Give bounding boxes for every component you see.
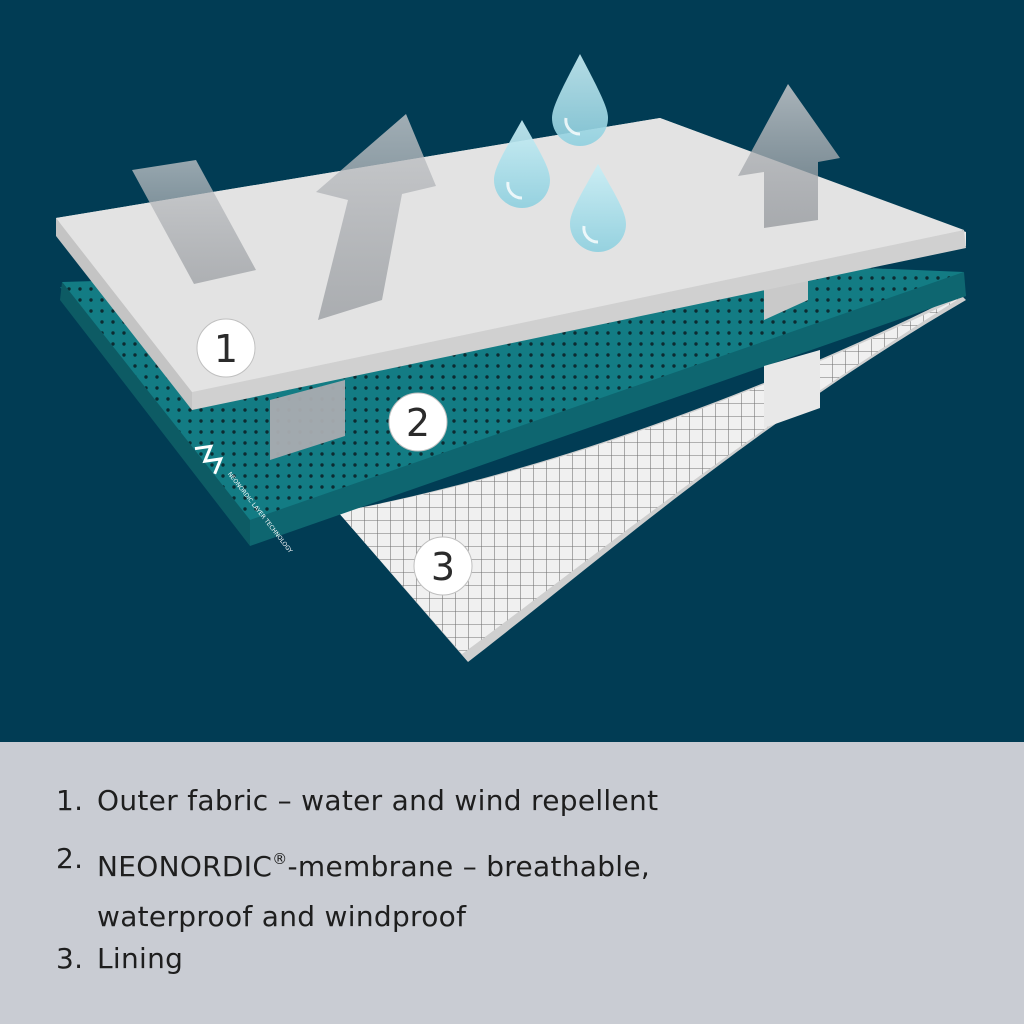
badge-2: 2 <box>388 392 448 452</box>
arrow-up-icon <box>738 84 840 228</box>
arrow-up-icon <box>764 350 820 428</box>
layer-diagram-svg: NEONORDIC LAYER TECHNOLOGY 1 2 3 <box>56 54 966 662</box>
legend-number: 1. <box>56 784 84 817</box>
legend-number: 3. <box>56 942 84 975</box>
legend-number: 2. <box>56 842 84 875</box>
brand-name: NEONORDIC <box>97 850 273 883</box>
arrow-down-icon <box>132 160 256 284</box>
legend-text: Lining <box>97 942 184 975</box>
water-drop-icon <box>570 164 626 252</box>
arrow-up-icon <box>270 380 345 460</box>
legend-text-line-2: waterproof and windproof <box>97 900 467 933</box>
badge-3-label: 3 <box>431 545 455 589</box>
outer-fabric-layer <box>56 118 966 410</box>
arrow-up-icon <box>764 278 808 320</box>
legend: 1. Outer fabric – water and wind repellen… <box>0 742 1024 1024</box>
registered-mark: ® <box>272 850 288 868</box>
legend-text-block: NEONORDIC®-membrane – breathable, waterpr… <box>97 834 650 942</box>
legend-item-outer-fabric: 1. Outer fabric – water and wind repellen… <box>56 776 658 826</box>
layer-diagram: NEONORDIC LAYER TECHNOLOGY 1 2 3 <box>0 0 1024 742</box>
badge-3: 3 <box>413 536 473 596</box>
badge-1-label: 1 <box>214 327 238 371</box>
badge-2-label: 2 <box>406 401 430 445</box>
legend-item-lining: 3. Lining <box>56 934 183 984</box>
legend-text: Outer fabric – water and wind repellent <box>97 784 659 817</box>
arrow-up-icon <box>316 114 436 320</box>
legend-item-membrane: 2. NEONORDIC®-membrane – breathable, water… <box>56 834 650 942</box>
water-drop-icon <box>552 54 608 146</box>
legend-text: -membrane – breathable, <box>287 850 651 883</box>
water-drop-icon <box>494 120 550 208</box>
badge-1: 1 <box>196 318 256 378</box>
